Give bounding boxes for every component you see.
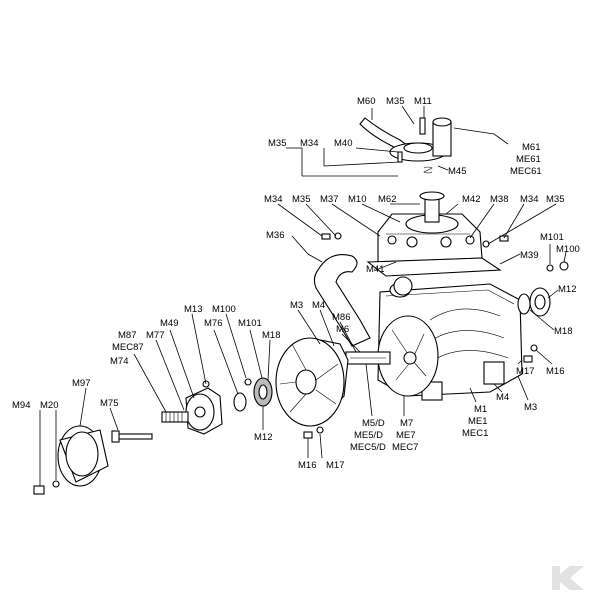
screw-m34-right <box>499 235 509 242</box>
label-m34-right: M34 <box>520 194 538 205</box>
label-m11: M11 <box>414 96 432 107</box>
label-me1: ME1 <box>468 416 488 427</box>
screw-m34-left <box>321 233 331 240</box>
label-m16-lower: M16 <box>298 460 316 471</box>
label-m101-right: M101 <box>540 232 564 243</box>
label-m36: M36 <box>266 230 284 241</box>
label-m12-right: M12 <box>558 284 576 295</box>
label-mec87: MEC87 <box>112 342 144 353</box>
washer-m20 <box>52 480 60 488</box>
drive-housing-part <box>185 380 223 435</box>
label-mec5d: MEC5/D <box>350 442 386 453</box>
washer-m101-right <box>546 264 554 272</box>
bolt-m16-lower <box>303 431 313 439</box>
label-m13: M13 <box>184 304 202 315</box>
label-m17-right: M17 <box>516 366 534 377</box>
label-m61: M61 <box>522 142 540 153</box>
washer-m17-lower <box>316 426 324 434</box>
leader-lines <box>39 105 567 486</box>
label-m35-top: M35 <box>386 96 404 107</box>
label-m97: M97 <box>72 378 90 389</box>
top-cover-part <box>377 191 483 263</box>
brand-logo-mark <box>552 566 584 590</box>
hose-part <box>313 254 371 347</box>
oring-part <box>244 378 252 386</box>
label-mec7: MEC7 <box>392 442 418 453</box>
label-m3-top: M3 <box>290 300 303 311</box>
label-m34-top: M34 <box>300 138 318 149</box>
label-m39: M39 <box>520 250 538 261</box>
label-m12-left: M12 <box>254 432 272 443</box>
label-m7: M7 <box>400 418 413 429</box>
bolt-part <box>111 430 153 443</box>
label-m62: M62 <box>378 194 396 205</box>
washer-m35-left <box>334 232 342 240</box>
front-bearing-part <box>253 377 273 407</box>
front-rotor-plate <box>377 315 439 397</box>
label-m42: M42 <box>462 194 480 205</box>
label-m35-right: M35 <box>546 194 564 205</box>
seal-part <box>233 392 247 412</box>
label-m4-top: M4 <box>312 300 325 311</box>
guard-cone-part <box>57 425 109 487</box>
label-m49: M49 <box>160 318 178 329</box>
label-m94: M94 <box>12 400 30 411</box>
label-m5d: M5/D <box>362 418 385 429</box>
label-me5d: ME5/D <box>354 430 383 441</box>
label-m10: M10 <box>348 194 366 205</box>
washer-m35-right <box>482 240 490 248</box>
label-m1: M1 <box>474 404 487 415</box>
valve-lever-part <box>359 117 452 174</box>
label-m100-left: M100 <box>212 304 236 315</box>
cap-m100-right <box>559 261 569 271</box>
label-m76: M76 <box>204 318 222 329</box>
label-me7: ME7 <box>396 430 416 441</box>
label-m86: M86 <box>332 312 350 323</box>
label-m101-left: M101 <box>238 318 262 329</box>
label-m17-lower: M17 <box>326 460 344 471</box>
label-m38: M38 <box>490 194 508 205</box>
label-m20: M20 <box>40 400 58 411</box>
label-m41: M41 <box>366 264 384 275</box>
splined-shaft-part <box>161 411 189 423</box>
label-m77: M77 <box>146 330 164 341</box>
label-m3-bottom: M3 <box>524 402 537 413</box>
gasket-part <box>366 257 502 277</box>
label-m34-row: M34 <box>264 194 282 205</box>
label-me61: ME61 <box>516 154 541 165</box>
flange-cover-part <box>275 337 349 427</box>
label-m6: M6 <box>336 324 349 335</box>
label-m35-left: M35 <box>268 138 286 149</box>
label-m74: M74 <box>110 356 128 367</box>
label-m75: M75 <box>100 398 118 409</box>
label-m100-right: M100 <box>556 244 580 255</box>
label-m16-right: M16 <box>546 366 564 377</box>
label-m35-row: M35 <box>292 194 310 205</box>
bolt-m94 <box>33 485 45 495</box>
label-m18-left: M18 <box>262 330 280 341</box>
label-m60: M60 <box>357 96 375 107</box>
label-m87: M87 <box>118 330 136 341</box>
label-m45: M45 <box>448 166 466 177</box>
label-mec1: MEC1 <box>462 428 488 439</box>
part-labels: M60 M35 M11 M61 ME61 MEC61 M35 M34 M40 M… <box>12 96 580 471</box>
label-mec61: MEC61 <box>510 166 542 177</box>
label-m4-bottom: M4 <box>496 392 509 403</box>
washer-m17-right <box>530 344 538 352</box>
label-m37: M37 <box>320 194 338 205</box>
bolt-m16-right <box>523 355 533 363</box>
rear-bearing-part <box>517 287 551 317</box>
label-m40: M40 <box>334 138 352 149</box>
label-m18-right: M18 <box>554 326 572 337</box>
